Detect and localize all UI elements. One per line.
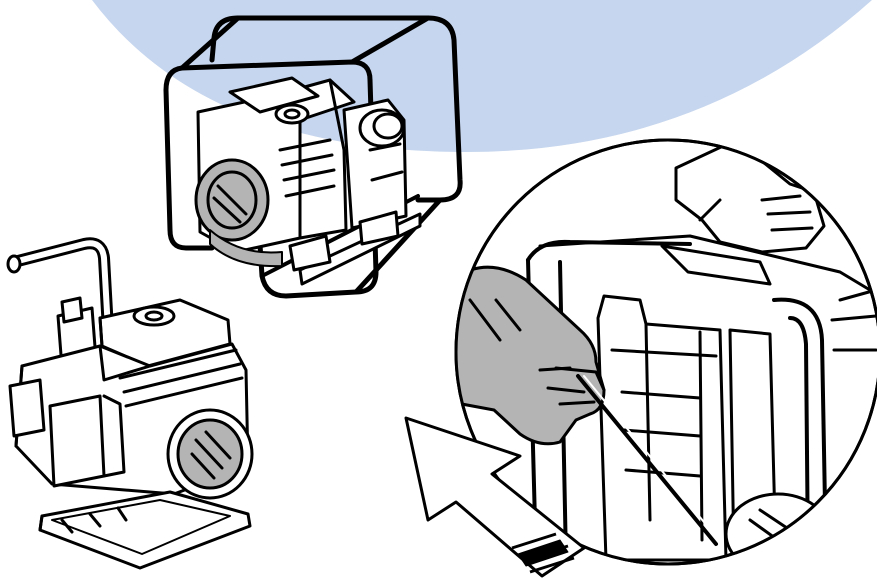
magnified-detail-icon — [454, 138, 877, 566]
arrow-icon — [404, 416, 586, 578]
water-pump-icon — [163, 15, 463, 299]
engine-unit-icon — [6, 237, 254, 570]
